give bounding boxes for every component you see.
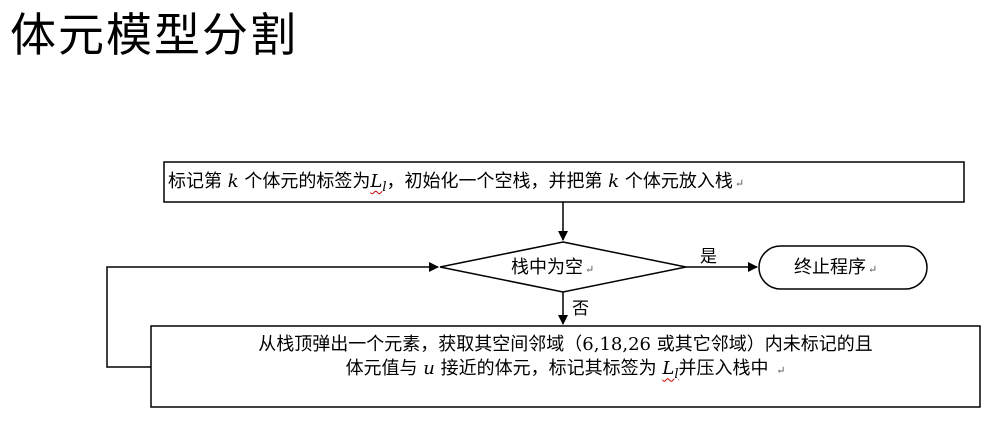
step1-part1: 标记第 [168,171,222,192]
step1-part4: 个体元放入栈 [624,171,733,192]
step2-line2-part1: 体元值与 [345,358,418,380]
step2-box [150,325,981,408]
step1-part3: ，初始化一个空栈，并把第 [386,171,603,192]
arrow-loop-back [106,262,439,368]
step1-var-k: k [227,171,239,192]
decision-text: 栈中为空↵ [511,256,594,280]
step2-var-L: L [662,358,675,380]
step2-line2-part2: 接近的体元，标记其标签为 [440,358,657,380]
terminal-label: 终止程序 [794,257,866,278]
step2-var-u: u [423,358,435,380]
step1-text: 标记第 k 个体元的标签为Ll，初始化一个空栈，并把第 k 个体元放入栈↵ [168,170,745,195]
step1-var-L: L [370,171,383,192]
page-title: 体元模型分割 [10,8,298,62]
step1-box [163,161,965,203]
step2-var-l: l [674,367,679,383]
step1-var-k2: k [608,171,620,192]
terminal-text: 终止程序↵ [794,256,877,280]
step2-text: 从栈顶弹出一个元素，获取其空间邻域（6,18,26 或其它邻域）内未标记的且 体… [151,333,980,382]
return-mark: ↵ [734,177,745,190]
no-label: 否 [572,299,589,319]
step1-part2: 个体元的标签为 [244,171,371,192]
step2-line2-part3: 并压入栈中 [678,358,769,380]
return-mark: ↵ [585,263,595,276]
return-mark: ↵ [868,263,878,276]
terminal-box [758,245,928,290]
step2-line2: 体元值与 u 接近的体元，标记其标签为 Ll并压入栈中 ↵ [151,357,980,383]
yes-label: 是 [700,247,717,267]
decision-label: 栈中为空 [511,257,583,278]
step1-var-l: l [382,180,387,195]
return-mark: ↵ [776,364,786,378]
step1-label-L: Ll [370,171,387,195]
step2-line1: 从栈顶弹出一个元素，获取其空间邻域（6,18,26 或其它邻域）内未标记的且 [258,334,873,355]
step2-label-L: Ll [662,358,679,383]
